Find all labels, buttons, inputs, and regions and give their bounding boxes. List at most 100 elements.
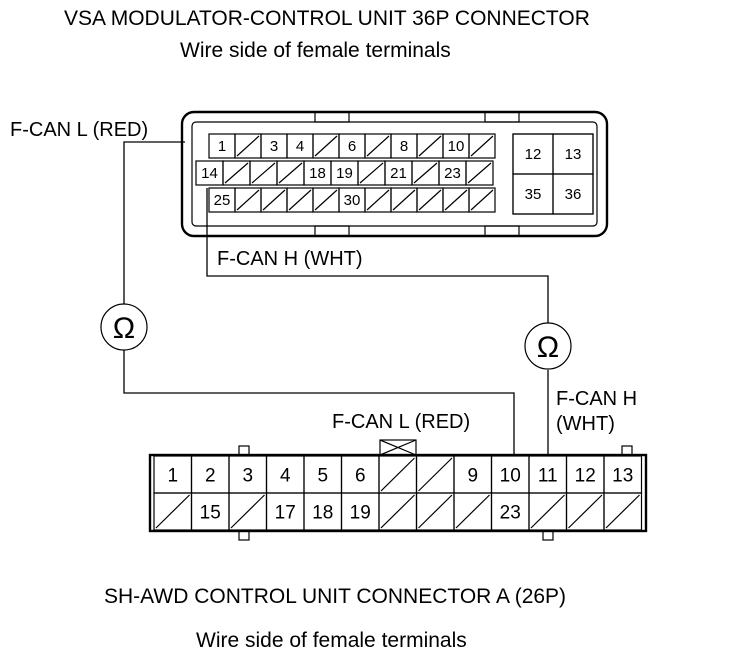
terminal-cell bbox=[286, 187, 314, 213]
terminal-cell bbox=[603, 492, 643, 531]
terminal-cell: 12 bbox=[512, 133, 554, 175]
terminal-number: 23 bbox=[500, 503, 521, 524]
terminal-cell bbox=[468, 187, 496, 213]
sh-awd-lock-cross-b bbox=[379, 439, 417, 456]
sh-awd-bottom-nub-left bbox=[238, 530, 250, 541]
terminal-cell bbox=[234, 187, 262, 213]
terminal-cell-box bbox=[465, 160, 494, 186]
blank-terminal-slash bbox=[470, 135, 494, 157]
terminal-number: 6 bbox=[348, 138, 356, 155]
blank-terminal-slash bbox=[236, 189, 260, 211]
terminal-cell bbox=[415, 455, 455, 494]
blank-terminal-slash bbox=[470, 189, 494, 211]
terminal-cell: 3 bbox=[260, 133, 288, 159]
terminal-cell: 13 bbox=[552, 133, 594, 175]
terminal-number: 18 bbox=[309, 165, 326, 182]
terminal-cell bbox=[249, 160, 278, 186]
terminal-number: 1 bbox=[218, 138, 226, 155]
terminal-cell-box bbox=[468, 187, 496, 213]
sh-awd-top-nub-right bbox=[621, 445, 633, 456]
terminal-cell: 9 bbox=[453, 455, 493, 494]
terminal-cell: 19 bbox=[340, 492, 380, 531]
terminal-number: 11 bbox=[538, 466, 558, 487]
blank-terminal-slash bbox=[418, 189, 442, 211]
bottom-can-h-label-line1: F-CAN H bbox=[556, 388, 637, 410]
terminal-cell: 11 bbox=[528, 455, 568, 494]
bottom-can-l-label: F-CAN L (RED) bbox=[332, 411, 470, 433]
terminal-number: 12 bbox=[525, 146, 542, 163]
terminal-number: 3 bbox=[242, 466, 253, 487]
terminal-number: 18 bbox=[312, 503, 333, 524]
terminal-cell bbox=[378, 455, 418, 494]
terminal-cell bbox=[453, 492, 493, 531]
terminal-cell bbox=[390, 187, 418, 213]
terminal-cell: 4 bbox=[265, 455, 305, 494]
top-connector-subtitle: Wire side of female terminals bbox=[180, 39, 451, 62]
terminal-number: 15 bbox=[200, 503, 221, 524]
terminal-number: 12 bbox=[575, 466, 596, 487]
bottom-connector-subtitle: Wire side of female terminals bbox=[196, 629, 467, 652]
terminal-number: 5 bbox=[317, 466, 328, 487]
terminal-cell: 10 bbox=[442, 133, 470, 159]
terminal-number: 19 bbox=[350, 503, 371, 524]
terminal-cell: 1 bbox=[153, 455, 193, 494]
terminal-cell: 18 bbox=[303, 160, 332, 186]
vsa-connector-bottom-key-left bbox=[314, 225, 350, 237]
terminal-cell: 36 bbox=[552, 173, 594, 215]
terminal-number: 17 bbox=[275, 503, 296, 524]
can-l-wire-lower bbox=[123, 350, 515, 454]
terminal-cell-box bbox=[468, 133, 496, 159]
sh-awd-connector-lock bbox=[379, 439, 417, 456]
terminal-cell: 8 bbox=[390, 133, 418, 159]
vsa-connector-top-key-left bbox=[314, 111, 350, 123]
terminal-cell bbox=[153, 492, 193, 531]
terminal-cell: 4 bbox=[286, 133, 314, 159]
terminal-number: 14 bbox=[201, 165, 218, 182]
blank-terminal-slash bbox=[455, 494, 490, 529]
terminal-cell: 17 bbox=[265, 492, 305, 531]
blank-terminal-slash bbox=[288, 189, 312, 211]
blank-terminal-slash bbox=[366, 189, 390, 211]
terminal-cell bbox=[565, 492, 605, 531]
ohmmeter-right-symbol: Ω bbox=[537, 331, 559, 364]
terminal-number: 13 bbox=[612, 466, 633, 487]
terminal-cell bbox=[234, 133, 262, 159]
terminal-number: 2 bbox=[205, 466, 216, 487]
ohmmeter-left: Ω bbox=[100, 303, 148, 351]
terminal-cell: 13 bbox=[603, 455, 643, 494]
bottom-connector-title: SH-AWD CONTROL UNIT CONNECTOR A (26P) bbox=[104, 585, 566, 608]
blank-terminal-slash bbox=[359, 162, 384, 184]
terminal-cell-box bbox=[603, 492, 643, 531]
terminal-cell bbox=[260, 187, 288, 213]
terminal-cell bbox=[222, 160, 251, 186]
terminal-cell: 19 bbox=[330, 160, 359, 186]
blank-terminal-slash bbox=[314, 135, 338, 157]
terminal-cell: 15 bbox=[190, 492, 230, 531]
terminal-cell-box bbox=[552, 173, 594, 215]
terminal-cell bbox=[364, 133, 392, 159]
terminal-number: 23 bbox=[444, 165, 461, 182]
blank-terminal-slash bbox=[530, 494, 565, 529]
sh-awd-lock-tab bbox=[379, 439, 417, 456]
terminal-cell: 14 bbox=[195, 160, 224, 186]
terminal-cell bbox=[357, 160, 386, 186]
terminal-cell bbox=[416, 187, 444, 213]
terminal-cell bbox=[378, 492, 418, 531]
blank-terminal-slash bbox=[605, 494, 640, 529]
terminal-number: 13 bbox=[565, 146, 582, 163]
blank-terminal-slash bbox=[444, 189, 468, 211]
terminal-cell: 12 bbox=[565, 455, 605, 494]
blank-terminal-slash bbox=[314, 189, 338, 211]
terminal-cell: 18 bbox=[303, 492, 343, 531]
terminal-cell: 23 bbox=[438, 160, 467, 186]
vsa-connector-outer-shell bbox=[180, 110, 609, 238]
top-connector-title: VSA MODULATOR-CONTROL UNIT 36P CONNECTOR bbox=[64, 7, 590, 30]
blank-terminal-slash bbox=[380, 494, 415, 529]
blank-terminal-slash bbox=[418, 457, 453, 492]
terminal-cell bbox=[465, 160, 494, 186]
blank-terminal-slash bbox=[568, 494, 603, 529]
blank-terminal-slash bbox=[418, 494, 453, 529]
